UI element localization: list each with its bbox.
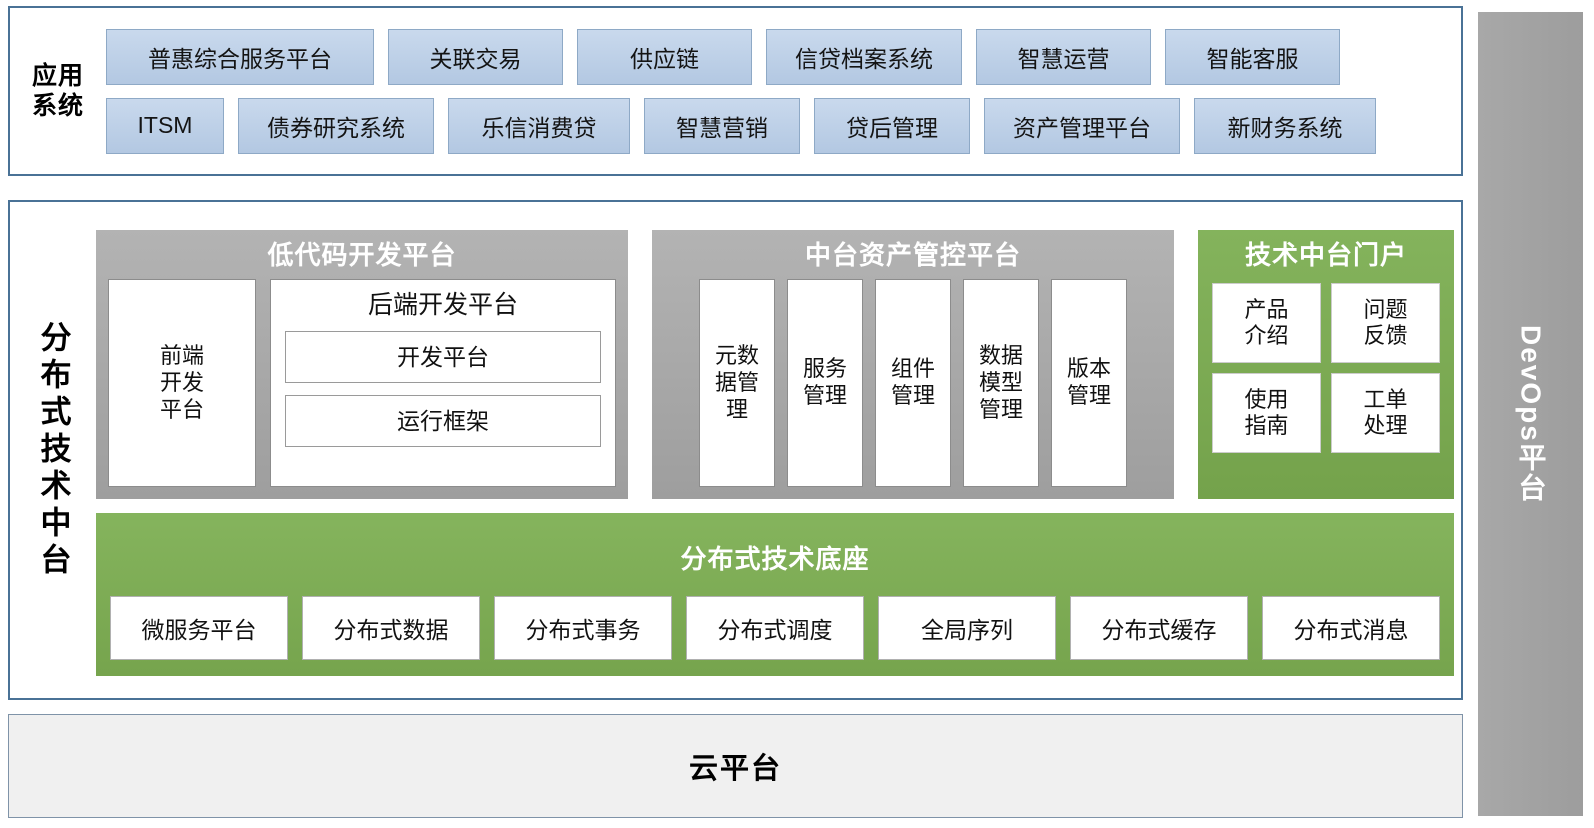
tech-portal-line: 处理 <box>1363 413 1408 439</box>
middle-platform-panel: 分布式技术中台 低代码开发平台 前端 开发 平台 <box>8 200 1463 700</box>
application-systems-label-line1: 应用 <box>31 61 84 90</box>
asset-item-line: 管理 <box>890 383 935 409</box>
app-box[interactable]: 智慧营销 <box>644 97 800 154</box>
frontend-line-2: 开发 <box>159 369 204 395</box>
asset-item-line: 版本 <box>1066 356 1111 382</box>
asset-item-line: 服务 <box>802 356 847 382</box>
tech-portal-card[interactable]: 工单 处理 <box>1331 373 1440 454</box>
asset-item-line: 管理 <box>1066 383 1111 409</box>
tech-portal-card-lines: 问题 反馈 <box>1363 297 1407 350</box>
application-systems-label: 应用 系统 <box>10 61 106 122</box>
asset-item-card[interactable]: 服务 管理 <box>787 279 863 487</box>
asset-item-lines: 组件 管理 <box>891 356 935 410</box>
backend-sub-item[interactable]: 运行框架 <box>285 394 601 447</box>
asset-item-line: 管理 <box>978 396 1023 422</box>
tech-portal-line: 问题 <box>1363 296 1408 322</box>
app-box[interactable]: 普惠综合服务平台 <box>106 28 374 85</box>
middle-platform-top-row: 低代码开发平台 前端 开发 平台 后端开发平台 <box>96 230 1454 499</box>
tech-base-card[interactable]: 分布式事务 <box>494 596 672 660</box>
tech-base-row: 微服务平台 分布式数据 分布式事务 分布式调度 全局序列 分布式缓存 分布式消息 <box>110 596 1440 660</box>
tech-portal-group: 技术中台门户 产品 介绍 问题 反馈 <box>1198 230 1454 499</box>
frontend-dev-platform-card[interactable]: 前端 开发 平台 <box>108 279 256 487</box>
main-column: 应用 系统 普惠综合服务平台 关联交易 供应链 信贷档案系统 智慧运营 智能客服… <box>8 6 1463 822</box>
tech-base-card[interactable]: 分布式数据 <box>302 596 480 660</box>
frontend-line-1: 前端 <box>159 342 204 368</box>
tech-portal-line: 产品 <box>1244 296 1289 322</box>
asset-item-line: 组件 <box>890 356 935 382</box>
asset-item-line: 管理 <box>802 383 847 409</box>
tech-portal-card[interactable]: 产品 介绍 <box>1212 283 1321 364</box>
tech-portal-title: 技术中台门户 <box>1244 240 1407 270</box>
tech-base-title: 分布式技术底座 <box>680 544 870 574</box>
tech-base-card[interactable]: 分布式调度 <box>686 596 864 660</box>
tech-portal-line: 介绍 <box>1244 323 1289 349</box>
middle-platform-body: 低代码开发平台 前端 开发 平台 后端开发平台 <box>96 202 1472 698</box>
devops-platform-label: DevOps平台 <box>1515 325 1547 503</box>
asset-item-line: 模型 <box>978 369 1023 395</box>
app-box[interactable]: 债券研究系统 <box>238 97 434 154</box>
frontend-line-3: 平台 <box>159 396 204 422</box>
tech-portal-line: 反馈 <box>1363 323 1408 349</box>
app-box[interactable]: 智能客服 <box>1165 28 1340 85</box>
app-box[interactable]: 供应链 <box>577 28 752 85</box>
application-systems-row-1: 普惠综合服务平台 关联交易 供应链 信贷档案系统 智慧运营 智能客服 <box>106 28 1445 85</box>
asset-item-line: 据管 <box>714 369 759 395</box>
tech-portal-card-lines: 使用 指南 <box>1244 387 1288 440</box>
app-box[interactable]: 智慧运营 <box>976 28 1151 85</box>
tech-base-card[interactable]: 微服务平台 <box>110 596 288 660</box>
app-box[interactable]: 新财务系统 <box>1194 97 1376 154</box>
application-systems-row-2: ITSM 债券研究系统 乐信消费贷 智慧营销 贷后管理 资产管理平台 新财务系统 <box>106 97 1445 154</box>
asset-item-lines: 服务 管理 <box>803 356 847 410</box>
tech-portal-line: 工单 <box>1363 386 1408 412</box>
app-box[interactable]: 资产管理平台 <box>984 97 1180 154</box>
asset-item-lines: 版本 管理 <box>1067 356 1111 410</box>
asset-item-line: 数据 <box>978 342 1023 368</box>
app-box[interactable]: ITSM <box>106 97 224 154</box>
low-code-platform-group: 低代码开发平台 前端 开发 平台 后端开发平台 <box>96 230 628 499</box>
tech-portal-card-lines: 产品 介绍 <box>1244 297 1288 350</box>
asset-control-platform-inner: 元数 据管 理 服务 管理 <box>664 279 1162 487</box>
asset-item-lines: 数据 模型 管理 <box>979 343 1023 423</box>
tech-portal-grid: 产品 介绍 问题 反馈 <box>1212 279 1440 485</box>
asset-item-card[interactable]: 数据 模型 管理 <box>963 279 1039 487</box>
asset-control-platform-group: 中台资产管控平台 元数 据管 理 服务 <box>652 230 1174 499</box>
asset-item-card[interactable]: 版本 管理 <box>1051 279 1127 487</box>
tech-base-card[interactable]: 全局序列 <box>878 596 1056 660</box>
asset-control-platform-title: 中台资产管控平台 <box>804 240 1021 270</box>
tech-portal-line: 指南 <box>1244 413 1289 439</box>
tech-base-group: 分布式技术底座 微服务平台 分布式数据 分布式事务 分布式调度 全局序列 分布式… <box>96 513 1454 676</box>
tech-base-card[interactable]: 分布式缓存 <box>1070 596 1248 660</box>
tech-portal-card[interactable]: 使用 指南 <box>1212 373 1321 454</box>
asset-item-card[interactable]: 组件 管理 <box>875 279 951 487</box>
application-systems-label-line2: 系统 <box>31 92 84 120</box>
application-systems-rows: 普惠综合服务平台 关联交易 供应链 信贷档案系统 智慧运营 智能客服 ITSM … <box>106 28 1461 154</box>
cloud-platform-panel: 云平台 <box>8 714 1463 818</box>
backend-sub-item[interactable]: 开发平台 <box>285 330 601 383</box>
low-code-platform-inner: 前端 开发 平台 后端开发平台 开发平台 运行框架 <box>108 279 616 487</box>
tech-portal-line: 使用 <box>1244 386 1289 412</box>
app-box[interactable]: 关联交易 <box>388 28 563 85</box>
app-box[interactable]: 信贷档案系统 <box>766 28 962 85</box>
asset-item-card[interactable]: 元数 据管 理 <box>699 279 775 487</box>
asset-item-line: 理 <box>725 396 748 422</box>
tech-base-card[interactable]: 分布式消息 <box>1262 596 1440 660</box>
middle-platform-side-label-text: 分布式技术中台 <box>35 320 71 580</box>
low-code-platform-title: 低代码开发平台 <box>267 240 457 270</box>
app-box[interactable]: 贷后管理 <box>814 97 970 154</box>
middle-platform-side-label: 分布式技术中台 <box>10 202 96 698</box>
backend-dev-platform-title: 后端开发平台 <box>367 291 518 320</box>
app-box[interactable]: 乐信消费贷 <box>448 97 630 154</box>
devops-platform-rail: DevOps平台 <box>1478 12 1583 816</box>
frontend-dev-platform-lines: 前端 开发 平台 <box>160 343 204 423</box>
asset-item-line: 元数 <box>714 342 759 368</box>
tech-portal-card[interactable]: 问题 反馈 <box>1331 283 1440 364</box>
backend-dev-platform-card[interactable]: 后端开发平台 开发平台 运行框架 <box>270 279 616 487</box>
application-systems-panel: 应用 系统 普惠综合服务平台 关联交易 供应链 信贷档案系统 智慧运营 智能客服… <box>8 6 1463 176</box>
tech-portal-card-lines: 工单 处理 <box>1363 387 1407 440</box>
cloud-platform-title: 云平台 <box>688 753 782 785</box>
asset-item-lines: 元数 据管 理 <box>715 343 759 423</box>
